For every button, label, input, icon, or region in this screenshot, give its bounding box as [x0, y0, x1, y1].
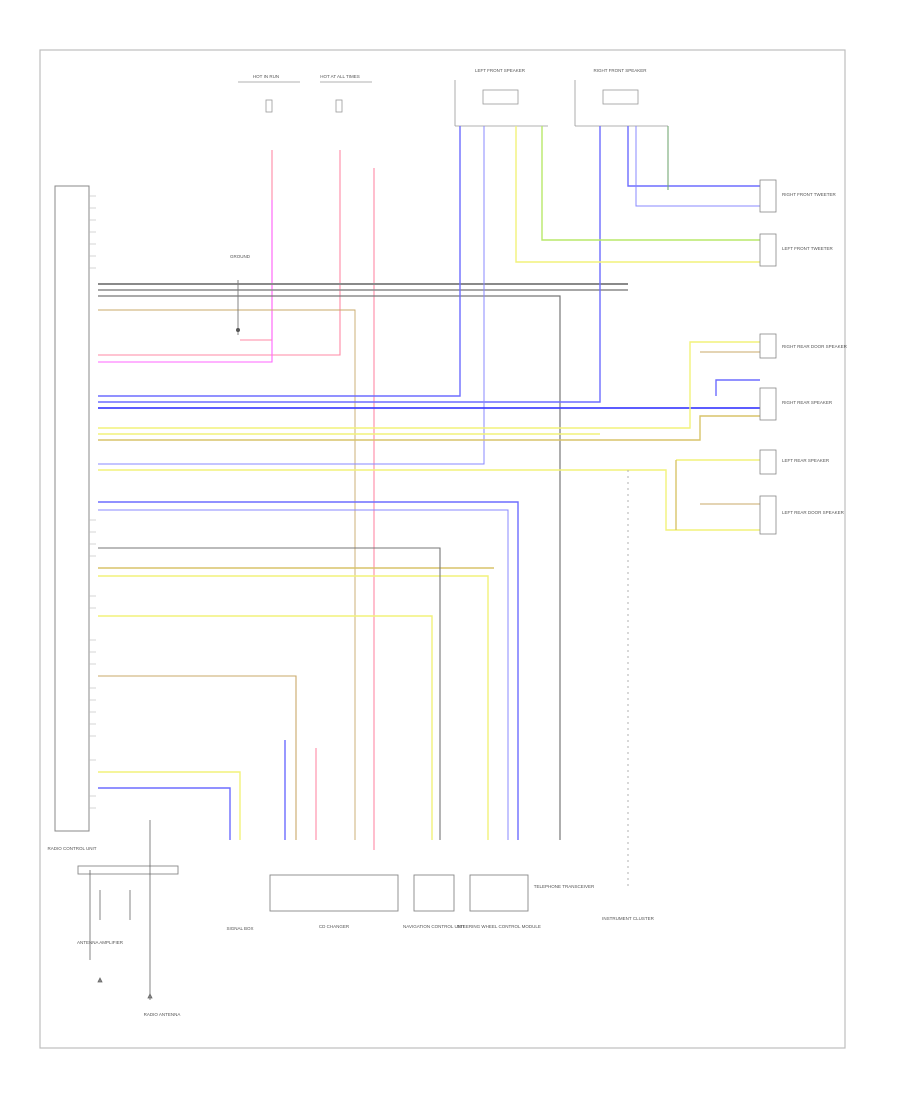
right-front-speaker-label: RIGHT FRONT SPEAKER [593, 68, 647, 73]
bottom-components [77, 470, 629, 912]
right-side-connectors [759, 179, 777, 535]
telephone-label: TELEPHONE TRANSCEIVER [534, 884, 595, 889]
cd-changer-box [269, 874, 399, 912]
rf-door-speaker-label: RIGHT REAR DOOR SPEAKER [782, 344, 848, 349]
component-label-group: RADIO CONTROL UNIT LEFT FRONT SPEAKER RI… [47, 68, 847, 1017]
yellow-wires [98, 126, 760, 840]
rr-speaker-label: RIGHT REAR SPEAKER [782, 400, 833, 405]
instrument-cluster-label: INSTRUMENT CLUSTER [602, 916, 654, 921]
right-front-speaker [574, 80, 668, 127]
steering-control-label: STEERING WHEEL CONTROL MODULE [457, 924, 541, 929]
power-wires [98, 150, 375, 850]
bus-wires [98, 280, 628, 840]
navigation-box [413, 874, 455, 912]
lf-tweeter-label: LEFT FRONT TWEETER [782, 246, 834, 251]
rr-speaker-connector [759, 387, 777, 421]
lr-speaker-label: LEFT REAR SPEAKER [782, 458, 830, 463]
rf-door-speaker-connector [759, 333, 777, 359]
rf-tweeter-connector [759, 179, 777, 213]
antenna-wires [89, 820, 153, 1000]
pink-wire-1 [240, 150, 273, 341]
lr-speaker-connector [759, 449, 777, 475]
cd-changer-label: CD CHANGER [319, 924, 350, 929]
brown-wires [98, 126, 760, 840]
rf-tweeter-label: RIGHT FRONT TWEETER [782, 192, 837, 197]
pink-wire-2 [98, 150, 341, 356]
fuse-hot2-label: HOT AT ALL TIMES [320, 74, 360, 79]
lf-door-speaker-label: LEFT REAR DOOR SPEAKER [782, 510, 845, 515]
ground-point-label: GROUND [230, 254, 251, 259]
magenta-wire [98, 200, 273, 363]
blue-wires [98, 126, 760, 840]
navigation-label: NAVIGATION CONTROL UNIT [403, 924, 465, 929]
antenna-amp-label: ANTENNA AMPLIFIER [77, 940, 124, 945]
radio-unit-label: RADIO CONTROL UNIT [47, 846, 96, 851]
signal-box-label: SIGNAL BOX [226, 926, 253, 931]
lf-tweeter-connector [759, 233, 777, 267]
left-front-speaker [454, 80, 548, 127]
left-front-speaker-label: LEFT FRONT SPEAKER [475, 68, 526, 73]
lf-door-speaker-connector [759, 495, 777, 535]
diagram-frame [39, 49, 846, 1049]
radio-pin-ticks [89, 195, 96, 809]
radio-antenna-label: RADIO ANTENNA [144, 1012, 181, 1017]
radio-control-unit [54, 185, 90, 832]
steering-box [469, 874, 529, 912]
fuse-hot-label: HOT IN RUN [253, 74, 279, 79]
fuse-block [238, 81, 372, 113]
